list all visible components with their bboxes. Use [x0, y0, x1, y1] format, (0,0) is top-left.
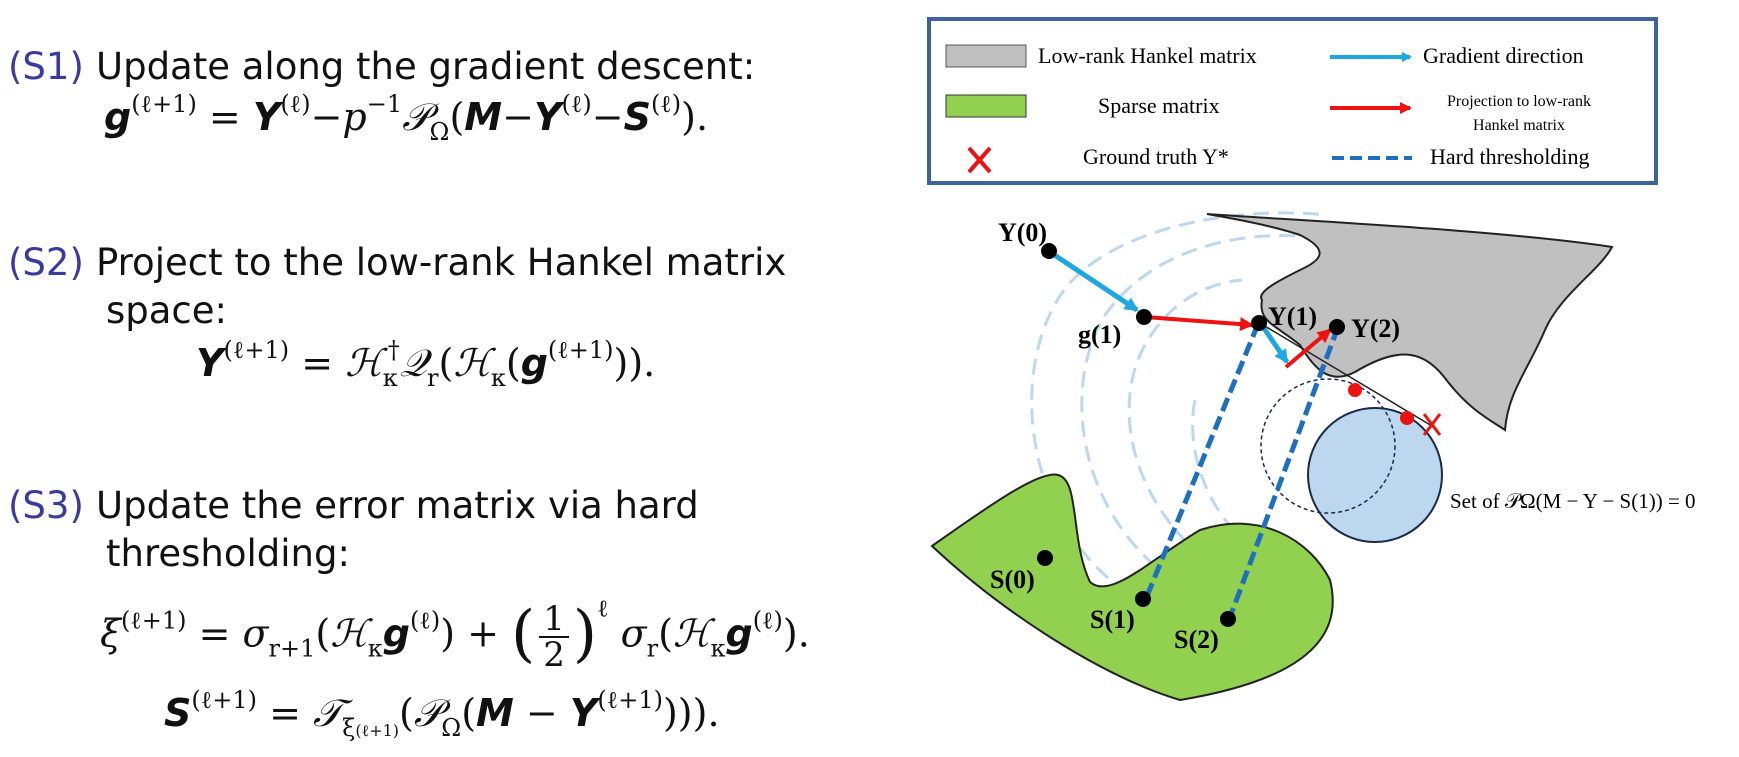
point-labels: Y(0) g(1) Y(1) Y(2) S(0) S(1) S(2) — [990, 218, 1400, 654]
legend-label-truth: Ground truth Y* — [1083, 144, 1229, 169]
step-tag: (S1) — [8, 45, 84, 88]
equation-s2: Y(ℓ+1) = ℋκ†𝒬r(ℋκ(g(ℓ+1))). — [196, 336, 656, 392]
legend-label-gradient: Gradient direction — [1423, 43, 1584, 68]
legend-label-projection-1: Projection to low-rank — [1447, 93, 1591, 110]
label-s1: S(1) — [1090, 605, 1135, 634]
point-s2 — [1220, 611, 1236, 627]
constraint-set-circle — [1307, 407, 1443, 543]
step-tag: (S3) — [8, 484, 84, 527]
legend-label-projection-2: Hankel matrix — [1473, 117, 1565, 134]
legend-label-sparse: Sparse matrix — [1098, 93, 1220, 118]
projection-arrow-2 — [1284, 328, 1332, 369]
label-s0: S(0) — [990, 565, 1035, 594]
point-g1 — [1136, 309, 1152, 325]
step-s1-heading: (S1) Update along the gradient descent: — [8, 44, 755, 90]
label-s2: S(2) — [1174, 625, 1219, 654]
ground-truth-cross-icon — [1422, 413, 1442, 436]
boundary-line — [1257, 321, 1433, 427]
point-s1 — [1135, 591, 1151, 607]
sparse-region — [930, 473, 1334, 702]
boundary-point-2 — [1400, 411, 1414, 425]
point-y1 — [1251, 315, 1267, 331]
label-constraint-set: Set of 𝒫Ω(M − Y − S(1)) = 0 — [1450, 489, 1696, 513]
legend-label-lowrank: Low-rank Hankel matrix — [1038, 43, 1257, 68]
point-y0 — [1041, 243, 1057, 259]
projection-arrow-1 — [1144, 315, 1254, 332]
hard-threshold-line-2 — [1226, 326, 1341, 621]
legend-swatch-lowrank — [945, 44, 1027, 68]
gradient-arrow-1 — [1048, 249, 1139, 313]
label-y2: Y(2) — [1351, 314, 1400, 343]
step-tag: (S2) — [8, 241, 84, 284]
point-s0 — [1037, 550, 1053, 566]
legend-border — [927, 17, 1658, 185]
label-y1: Y(1) — [1268, 302, 1317, 331]
previous-set-circle — [1260, 378, 1396, 514]
point-y2 — [1329, 319, 1345, 335]
legend-swatch-sparse — [945, 94, 1027, 118]
step-s2-heading: (S2) Project to the low-rank Hankel matri… — [8, 240, 786, 286]
step-title-continued: thresholding: — [106, 532, 350, 575]
label-g1: g(1) — [1078, 320, 1121, 349]
step-title: Update the error matrix via hard — [96, 484, 699, 527]
boundary-point-1 — [1348, 383, 1362, 397]
legend-cross-icon — [967, 146, 992, 174]
step-title-continued: space: — [106, 289, 228, 332]
equation-s1: g(ℓ+1) = Y(ℓ)−p−1𝒫Ω(M−Y(ℓ)−S(ℓ)). — [104, 90, 709, 146]
step-s3-heading: (S3) Update the error matrix via hard — [8, 483, 699, 529]
hard-threshold-line-1 — [1142, 323, 1261, 602]
label-y0: Y(0) — [998, 218, 1047, 247]
lowrank-hankel-region — [1206, 213, 1614, 432]
equation-s3-s: S(ℓ+1) = 𝒯ξ(ℓ+1)(𝒫Ω(M − Y(ℓ+1)))). — [164, 686, 720, 742]
gradient-arrow-2 — [1258, 322, 1290, 364]
legend: Low-rank Hankel matrix Sparse matrix Gro… — [927, 17, 1658, 185]
step-title: Update along the gradient descent: — [96, 45, 756, 88]
legend-label-hard: Hard thresholding — [1430, 144, 1589, 169]
step-title: Project to the low-rank Hankel matrix — [96, 241, 787, 284]
